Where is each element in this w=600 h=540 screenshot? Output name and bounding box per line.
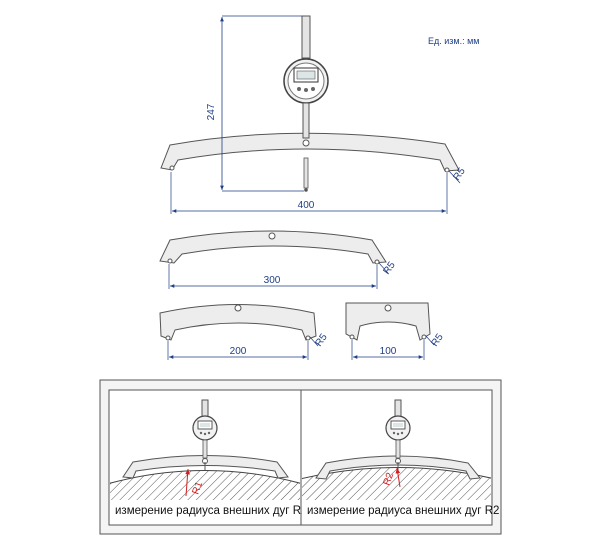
caption-right: измерение радиуса внешних дуг R2 <box>307 505 499 517</box>
dim-400-label: 400 <box>298 200 315 211</box>
bar-200-hole <box>234 304 242 312</box>
caption-bg-left <box>110 500 300 524</box>
bar-100-contact-left <box>349 334 355 340</box>
panel-left-r1: R1 измерение радиуса внешних дуг R1 <box>110 399 307 524</box>
r5-300-leader <box>378 262 389 274</box>
bar-100-hole <box>384 304 392 312</box>
panel-left-stem-bottom <box>202 439 208 459</box>
bar-300-hole <box>268 232 276 240</box>
bar-100-contact-right <box>421 334 427 340</box>
r5-400-leader <box>448 170 461 184</box>
bar-100 <box>345 302 431 341</box>
r5-100-leader <box>425 335 435 346</box>
bar-400-hole <box>302 139 310 147</box>
r1-label: R1 <box>190 480 205 496</box>
gauge-400-assembly: 247 400 R5 <box>160 15 468 214</box>
panel-right-bar <box>315 455 481 480</box>
r1-arrow <box>185 468 190 497</box>
caption-left: измерение радиуса внешних дуг R1 <box>115 505 307 517</box>
contact-point-left <box>169 165 175 171</box>
panel-right-r2: R2 измерение радиуса внешних дуг R2 <box>302 399 499 524</box>
gauge-100-assembly: 100 R5 <box>345 302 446 360</box>
units-label: Ед. изм.: мм <box>428 36 479 46</box>
bar-400 <box>160 132 460 172</box>
gauge-300-assembly: 300 R5 <box>159 230 398 289</box>
bar-200-contact-right <box>305 335 311 341</box>
r5-100-label: R5 <box>429 332 446 349</box>
bar-300-contact-right <box>374 259 380 265</box>
panel-right-dial-indicator <box>385 415 411 441</box>
dim-200-label: 200 <box>230 346 247 357</box>
indicator-probe <box>303 157 309 189</box>
probe-tip <box>304 188 308 192</box>
indicator-stem-bottom <box>302 102 310 139</box>
bar-200-contact-left <box>165 335 171 341</box>
convex-surface-hatch <box>110 470 300 500</box>
panel-left-dial-indicator <box>192 415 218 441</box>
r2-label: R2 <box>381 471 396 487</box>
indicator-stem-top <box>301 15 311 59</box>
dial-indicator-400 <box>283 58 329 104</box>
bar-200 <box>159 304 317 341</box>
dim-100-label: 100 <box>380 346 397 357</box>
contact-point-right <box>444 167 450 173</box>
dim-247-label: 247 <box>206 103 217 120</box>
panel-left-stem-top <box>201 399 209 418</box>
panel-left-bar <box>122 455 289 479</box>
panel-right-stem-top <box>394 399 402 418</box>
concave-surface-hatch <box>302 467 491 500</box>
bar-300-contact-left <box>167 258 173 264</box>
panel-right-stem-bottom <box>395 439 401 459</box>
convex-surface-line <box>110 470 300 484</box>
dim-300-label: 300 <box>264 275 281 286</box>
r5-200-leader <box>309 336 319 347</box>
gauge-200-assembly: 200 R5 <box>159 304 330 360</box>
bar-300 <box>159 230 387 264</box>
caption-bg-right <box>302 500 491 524</box>
r2-arrow <box>395 467 401 488</box>
